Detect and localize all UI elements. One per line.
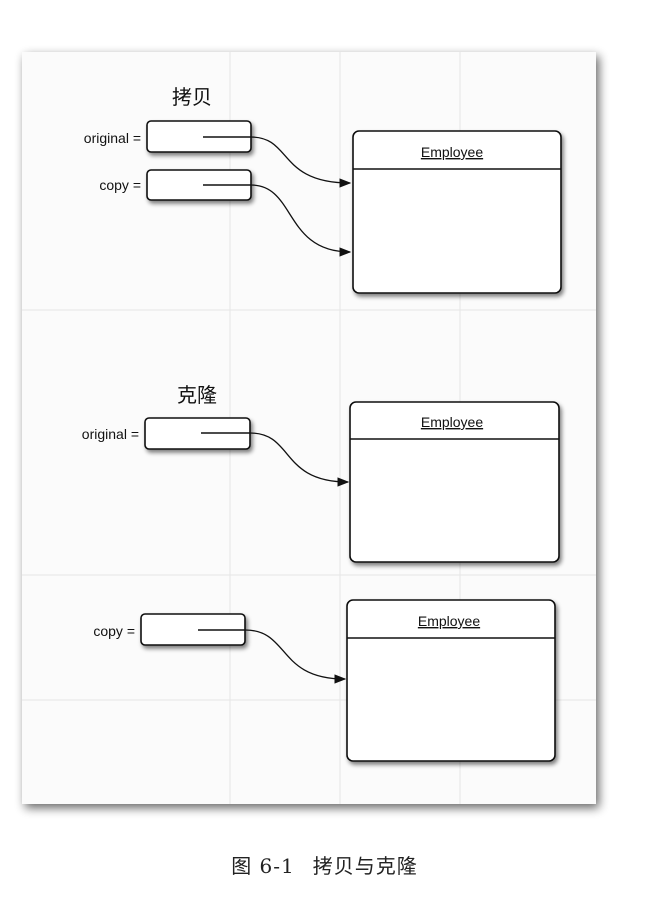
arrow-original-to-employee [249,432,350,487]
arrow-copy-to-employee [250,184,352,257]
figure-caption: 图 6-1 拷贝与克隆 [0,850,649,879]
cloned-employee-object-box [346,599,556,762]
arrow-copy-to-cloned-employee [244,629,347,684]
employee-object-label: Employee [421,414,483,430]
employee-object-box [352,130,562,294]
arrow-original-to-employee [250,136,352,188]
section-label-copy: 拷贝 [172,85,212,109]
variable-label-copy: copy = [93,623,135,639]
section-label-clone: 克隆 [177,383,217,407]
figure-number: 图 6-1 [231,854,295,878]
employee-object-label: Employee [421,144,483,160]
variable-label-original: original = [84,130,141,146]
figure-title: 拷贝与克隆 [312,854,418,878]
variable-label-original: original = [82,426,139,442]
cloned-employee-object-label: Employee [418,613,480,629]
employee-object-box [349,401,560,563]
variable-label-copy: copy = [99,177,141,193]
